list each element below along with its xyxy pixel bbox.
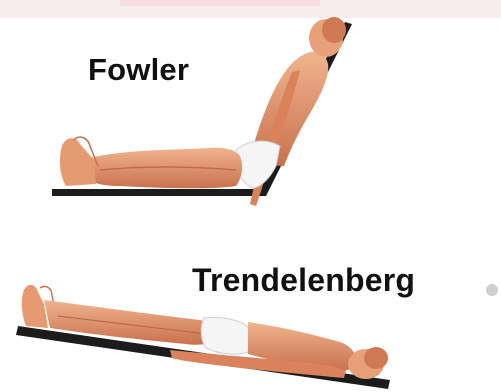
trendelenburg-feet <box>22 285 48 328</box>
fowler-figure <box>52 17 352 206</box>
trendelenburg-label: Trendelenberg <box>192 262 415 299</box>
trendelenburg-garment <box>201 318 250 355</box>
fowler-label: Fowler <box>88 52 189 88</box>
trendelenburg-figure <box>16 285 390 389</box>
decorative-dot <box>486 284 498 296</box>
trendelenburg-hair <box>364 347 388 369</box>
top-band-accent <box>120 0 320 6</box>
fowler-hair <box>322 17 346 43</box>
